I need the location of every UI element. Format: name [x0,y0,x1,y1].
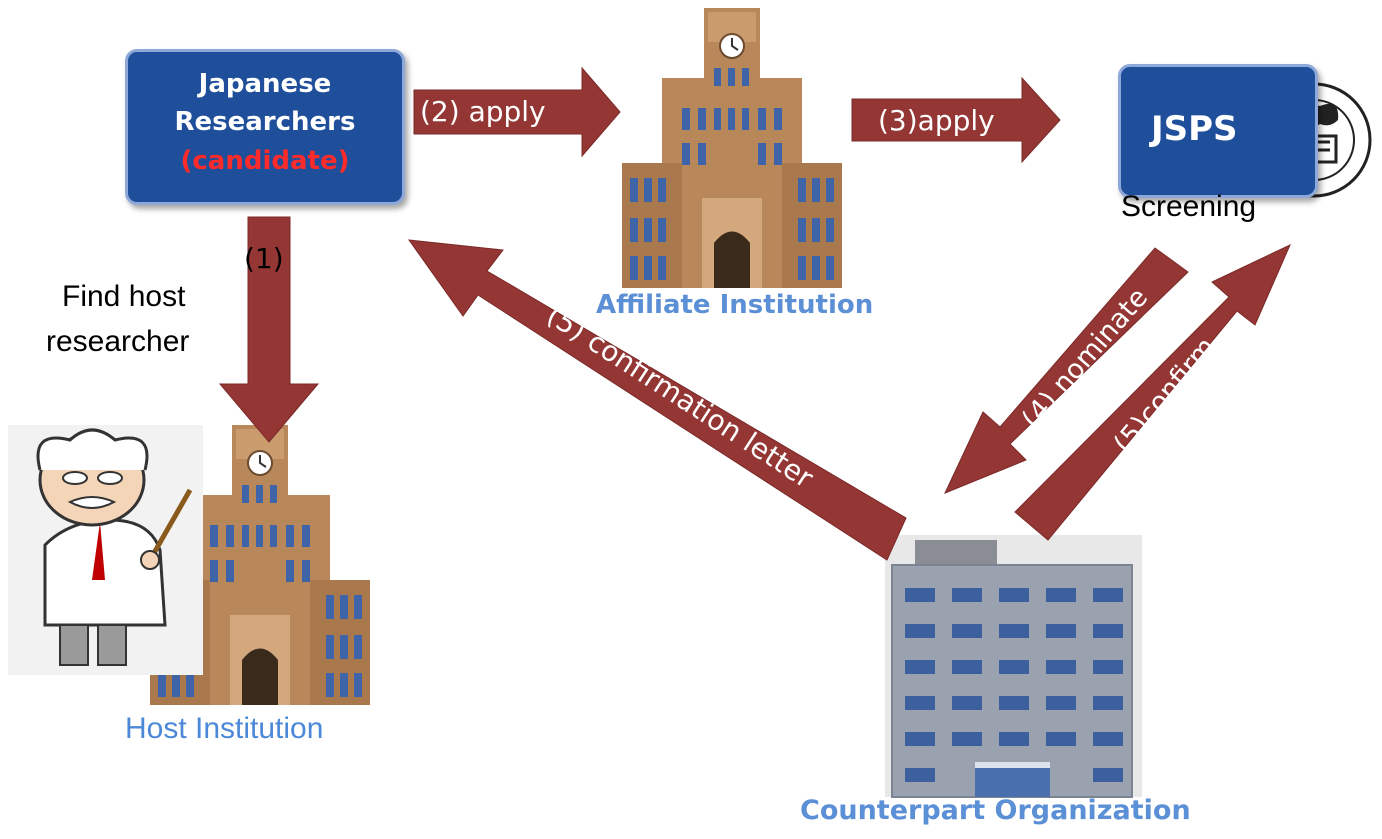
researchers-line1: Japanese [198,69,332,99]
host-institution-caption: Host Institution [125,712,324,745]
arrow-step1 [218,216,320,443]
researchers-candidate: (candidate) [180,146,350,176]
step3-label: (3)apply [878,104,995,137]
affiliate-building-icon [621,7,843,289]
jsps-label: JSPS [1151,109,1238,149]
arrow-step5-confirm [1014,243,1291,541]
arrow-step2 [413,66,621,158]
japanese-researchers-box: Japanese Researchers (candidate) [125,49,405,205]
counterpart-building-icon [885,535,1142,798]
arrow-step3 [851,76,1061,164]
arrow-step4 [944,247,1189,494]
step1-find-host: Find host [62,280,186,313]
step1-number: (1) [244,242,284,275]
jsps-box: JSPS [1118,64,1318,198]
affiliate-institution-caption: Affiliate Institution [596,290,874,320]
step1-researcher: researcher [46,325,190,358]
step2-label: (2) apply [420,95,546,128]
researchers-line2: Researchers [174,107,356,137]
arrow-step5-letter [407,239,907,561]
counterpart-organization-caption: Counterpart Organization [800,795,1191,826]
professor-icon [8,425,203,675]
jsps-screening-caption: Screening [1121,190,1257,223]
